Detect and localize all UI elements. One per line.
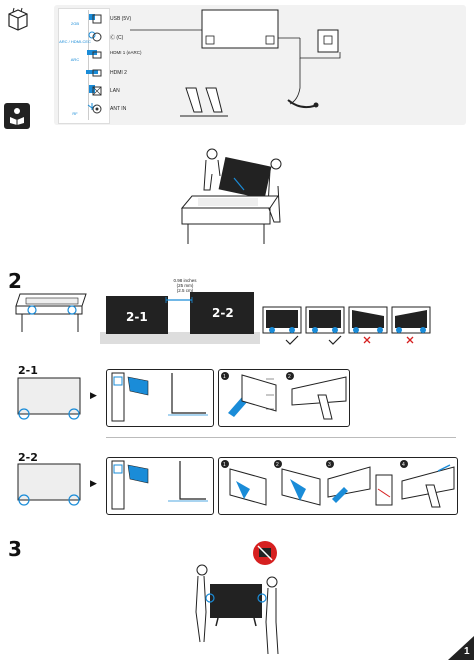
svg-text:1: 1	[223, 374, 226, 380]
port-label: LAN	[110, 88, 120, 94]
distance-inches: 0.98 inches	[173, 278, 197, 283]
placement-bad-1	[348, 306, 388, 344]
page-fold-icon	[448, 636, 474, 660]
tv-option-2-1-label: 2-1	[126, 310, 148, 324]
hdmi-earc-icon: ARC	[58, 48, 97, 63]
stand-insert-steps-2-1: 1 2	[221, 372, 347, 420]
hdmi-icon	[58, 66, 98, 81]
tv-back-with-stand-slots-2-2	[17, 463, 81, 506]
tv-option-2-2-label: 2-2	[212, 306, 234, 320]
hdmi-cec-icon: ARC / HDMI-CEC	[58, 30, 96, 45]
step-2-2-number: 2-2	[18, 451, 38, 464]
prohibited-icon	[257, 545, 273, 561]
arrow-right-icon: ▶	[90, 390, 97, 400]
port-row: HDMI 2	[58, 66, 127, 81]
step-2-1-number: 2-1	[18, 364, 38, 377]
two-people-carrying-tv-illustration	[195, 564, 279, 655]
distance-mm: (25 mm)	[176, 283, 194, 288]
svg-text:2: 2	[276, 462, 279, 468]
usb-icon: 2GB	[58, 12, 95, 27]
section-divider	[106, 437, 456, 438]
tv-size-comparison	[100, 292, 260, 344]
svg-text:2: 2	[288, 374, 291, 380]
port-row: ARC HDMI 1 (eARC)	[58, 48, 142, 63]
svg-text:4: 4	[402, 462, 405, 468]
port-label: Ⓒ (C)	[110, 35, 124, 41]
placement-bad-2	[391, 306, 431, 344]
stand-slot-closeup-2-1	[111, 372, 208, 422]
port-row: LAN	[58, 84, 120, 99]
arrow-right-icon: ▶	[90, 478, 97, 488]
page-corner-number: 1	[464, 646, 470, 657]
stand-slot-closeup-2-2	[111, 460, 208, 510]
step-3-number: 3	[8, 537, 22, 561]
port-label: ANT IN	[110, 106, 127, 112]
reading-person-icon	[10, 108, 24, 125]
tv-back-with-stand-slots-2-1	[17, 377, 81, 420]
two-people-lifting-tv-illustration	[180, 148, 282, 244]
tv-on-table-illustration	[15, 293, 87, 332]
page-corner: 1	[448, 636, 474, 660]
svg-text:3: 3	[328, 462, 331, 468]
box-icon	[8, 7, 28, 31]
tv-back-diagram	[130, 9, 341, 117]
placement-ok-2	[305, 306, 345, 345]
port-row: RF ANT IN	[58, 102, 126, 117]
port-row: 2GB USB (5V)	[58, 12, 131, 27]
stand-placement-examples	[262, 306, 432, 348]
distance-cm: (2.5 cm)	[176, 288, 194, 293]
reader-badge	[4, 103, 30, 129]
port-label: HDMI 2	[110, 70, 127, 76]
svg-text:1: 1	[223, 462, 226, 468]
no-lifting-by-screen-warning	[253, 541, 277, 565]
lan-icon	[58, 84, 95, 99]
placement-ok-1	[262, 306, 302, 345]
port-label: HDMI 1 (eARC)	[110, 50, 142, 55]
antenna-icon: RF	[58, 102, 97, 117]
port-label: USB (5V)	[110, 16, 132, 22]
step-2-number: 2	[8, 269, 22, 293]
stand-insert-steps-2-2: 1 2 3 4	[221, 460, 455, 508]
distance-note: 0.98 inches (25 mm) (2.5 cm)	[165, 278, 205, 293]
port-row: ARC / HDMI-CEC Ⓒ (C)	[58, 30, 123, 45]
